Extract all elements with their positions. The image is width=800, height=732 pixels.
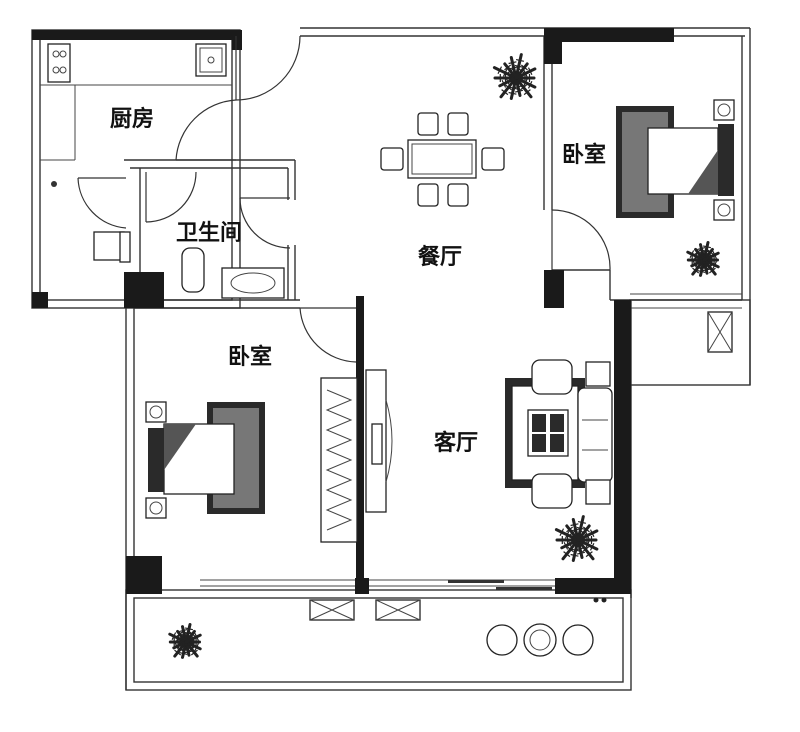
room-label-kitchen: 厨房 [110, 106, 154, 132]
door-swings [77, 35, 611, 363]
dining-table-icon [380, 112, 505, 207]
plant-icon [492, 53, 537, 100]
kitchen-fixtures [47, 43, 227, 261]
room-label-living: 客厅 [434, 430, 478, 456]
windows [200, 293, 742, 590]
room-label-bedroom-left: 卧室 [228, 344, 272, 370]
plant-icon [168, 623, 202, 659]
room-label-bathroom: 卫生间 [176, 221, 242, 246]
bathroom-fixtures [119, 231, 285, 299]
room-label-dining: 餐厅 [418, 245, 462, 270]
bathtub-icon [181, 247, 205, 293]
sofa-set-icon [505, 359, 613, 509]
structural-columns [32, 28, 674, 594]
bed-icon [616, 99, 735, 221]
room-label-bedroom-right: 卧室 [562, 142, 606, 168]
ac-units [309, 311, 733, 621]
tv-cabinet-icon [365, 369, 393, 513]
wardrobe-icon [320, 377, 358, 543]
plant-icon [554, 515, 599, 562]
plant-icon [686, 241, 720, 277]
lounge-chairs-icon [486, 597, 607, 657]
bed-icon [145, 401, 265, 519]
